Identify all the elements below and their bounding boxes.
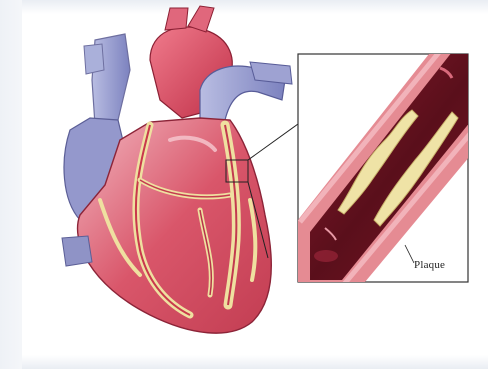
artery-cross-section xyxy=(290,40,488,300)
plaque-label: Plaque xyxy=(414,259,445,271)
heart-drawing xyxy=(62,6,292,333)
